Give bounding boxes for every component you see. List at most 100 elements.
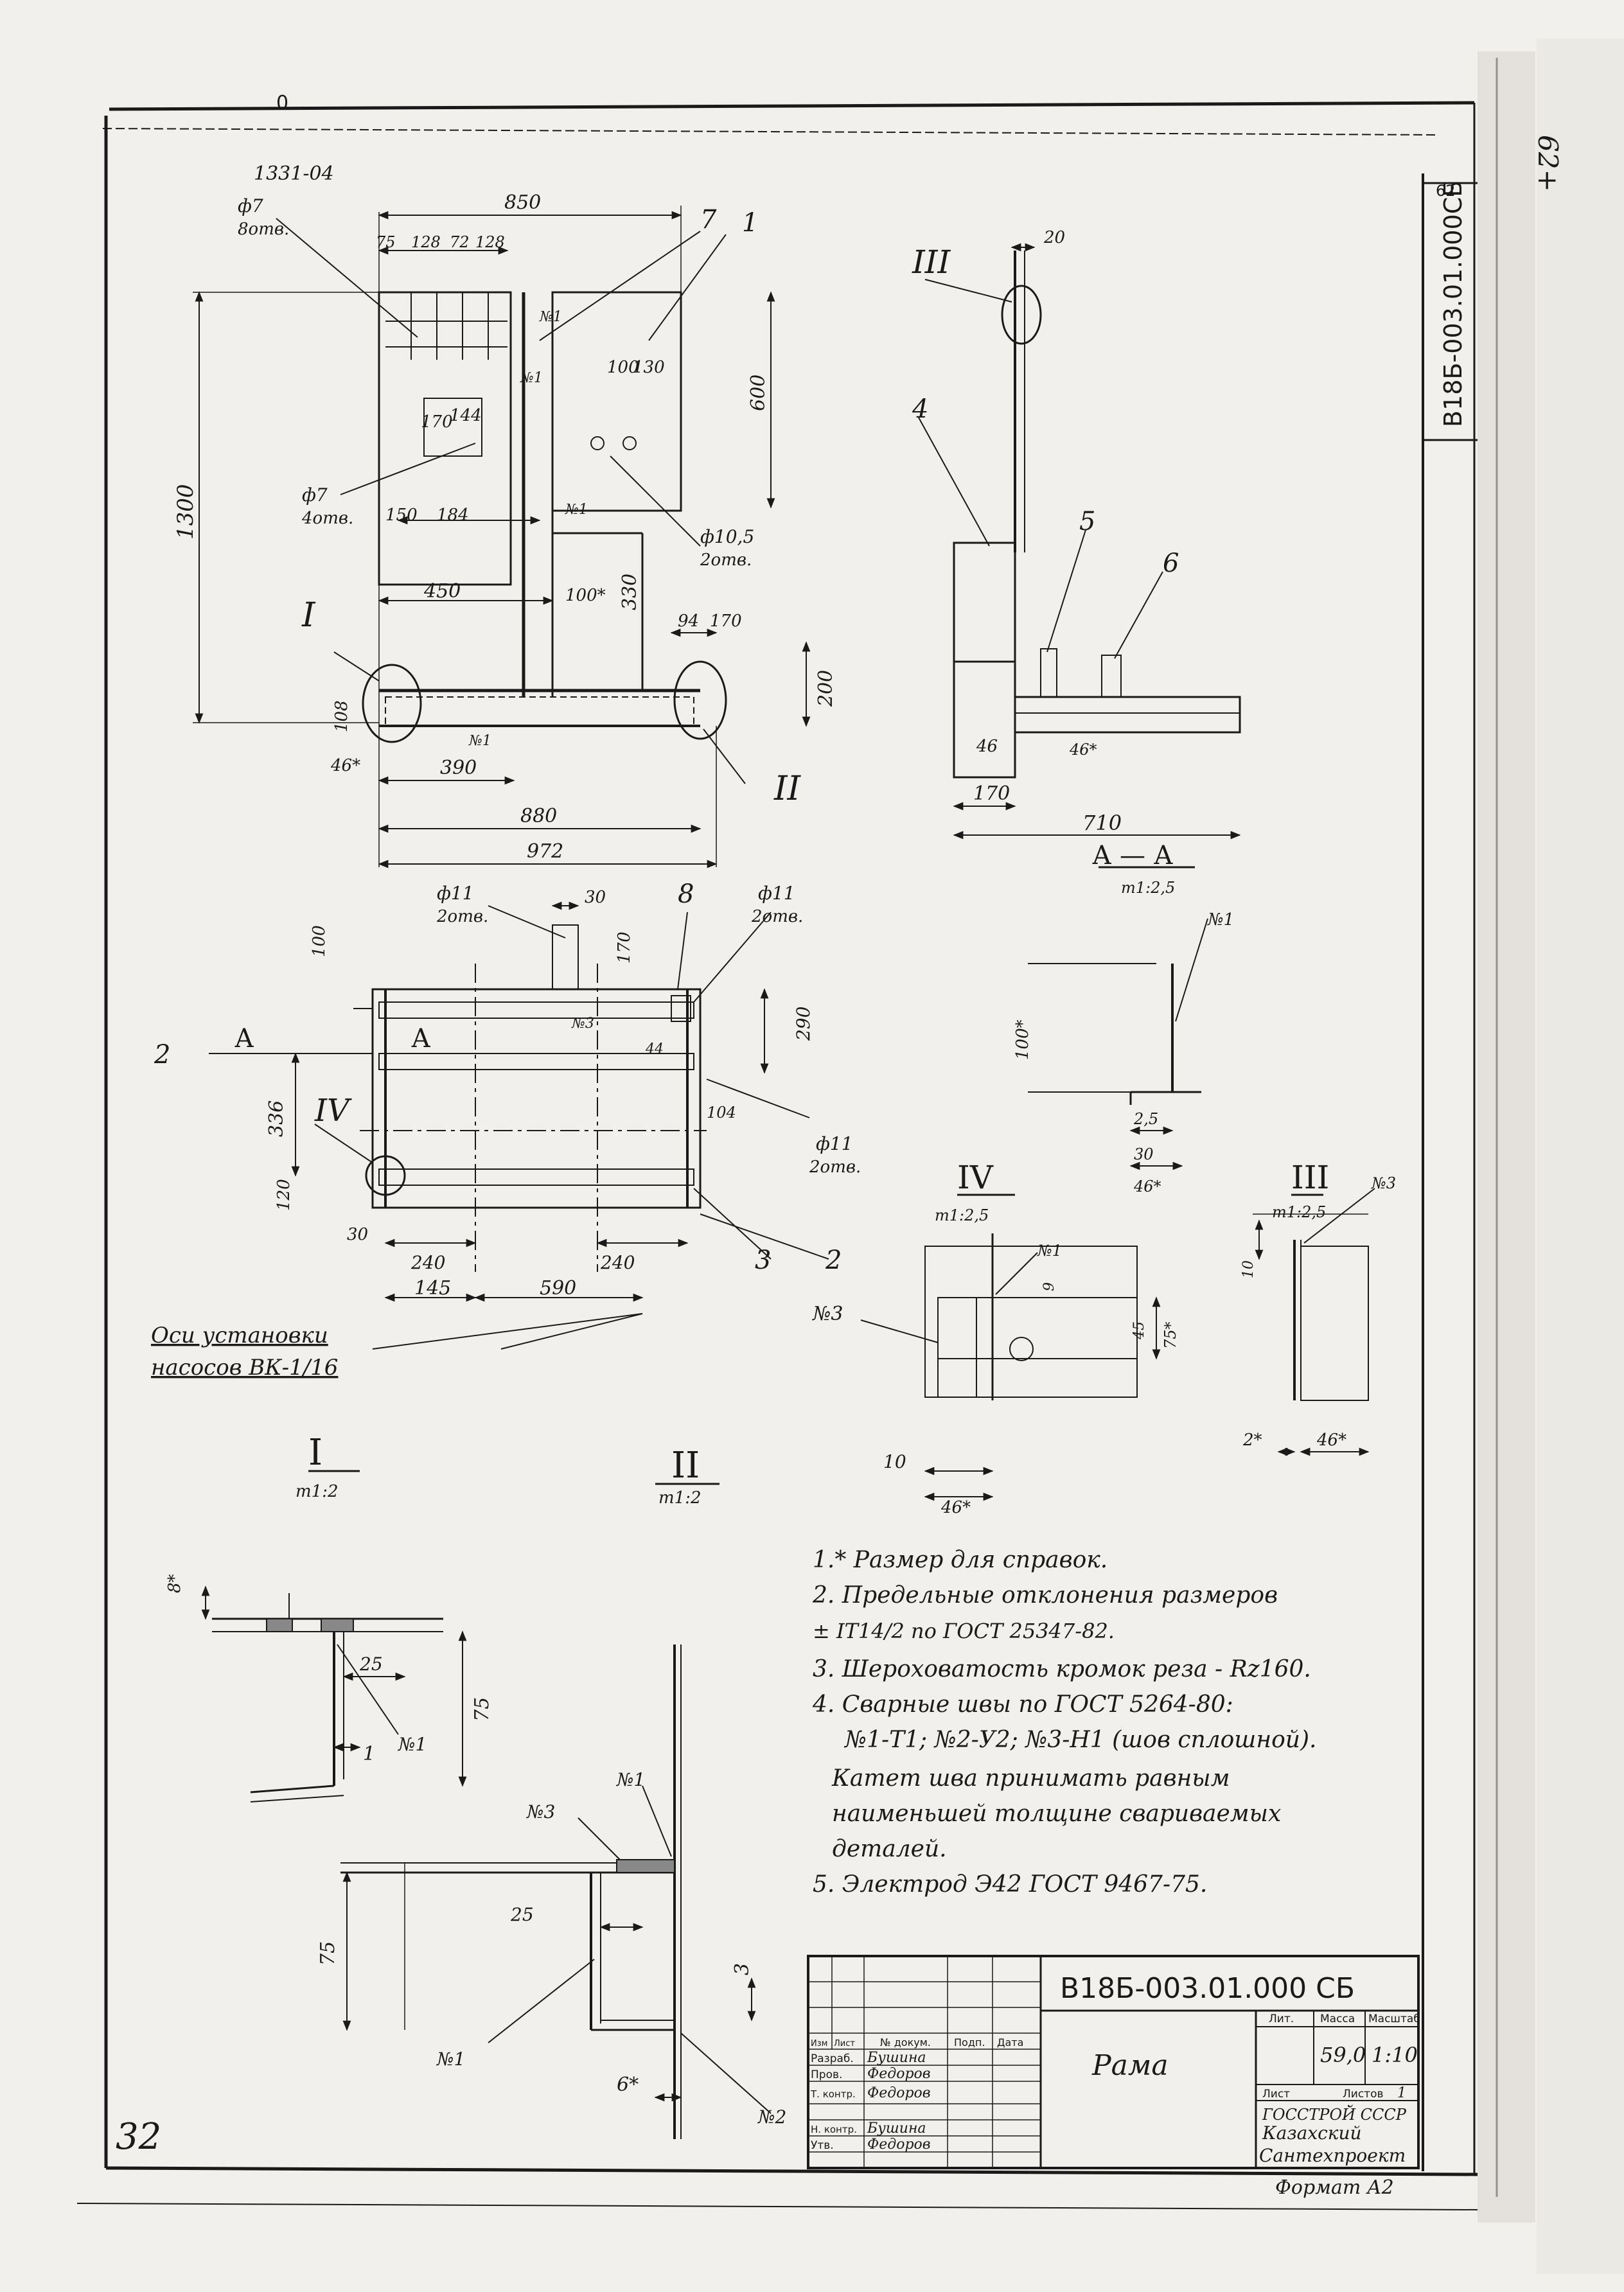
detail-iv bbox=[860, 1194, 1161, 1501]
lit-label: Лит. bbox=[1269, 2013, 1294, 2025]
hole-note-dia: ф11 bbox=[816, 1133, 853, 1154]
note-line: ± IT14/2 по ГОСТ 25347-82. bbox=[813, 1619, 1115, 1643]
dim: 144 bbox=[450, 406, 482, 425]
callout: IV bbox=[314, 1093, 352, 1129]
technical-notes: 1.* Размер для справок. 2. Предельные от… bbox=[812, 1547, 1316, 1898]
hole-note-dia: ф7 bbox=[238, 195, 263, 216]
note-line: 5. Электрод Э42 ГОСТ 9467-75. bbox=[813, 1871, 1207, 1898]
dim: 130 bbox=[633, 358, 665, 377]
axis-note: насосов ВК-1/16 bbox=[151, 1355, 338, 1380]
detail-ii-labels: II m1:2 25 75 3 6* №1 №3 №1 №2 bbox=[317, 1445, 786, 2128]
header-date: Дата bbox=[997, 2036, 1023, 2049]
dim: 46* bbox=[1133, 1177, 1161, 1195]
dim: 100* bbox=[565, 586, 606, 605]
dim: 184 bbox=[437, 506, 469, 525]
note-line: 3. Шероховатость кромок реза - Rz160. bbox=[813, 1656, 1311, 1682]
hole-note-dia: ф7 bbox=[302, 484, 328, 506]
callout: 6 bbox=[1163, 549, 1179, 578]
org-line: ГОССТРОЙ СССР bbox=[1262, 2104, 1407, 2124]
role-name: Федоров bbox=[867, 2066, 931, 2082]
detail-i bbox=[201, 1470, 467, 1803]
sheets-value: 1 bbox=[1397, 2085, 1406, 2101]
callout: 4 bbox=[912, 394, 928, 424]
title-designation: В18Б-003.01.000 СБ bbox=[1060, 1972, 1355, 2005]
role-label: Утв. bbox=[811, 2139, 834, 2152]
dim: 240 bbox=[410, 1252, 445, 1273]
callout: I bbox=[301, 596, 316, 635]
weld-mark: №1 bbox=[1037, 1242, 1062, 1260]
scale-label: Масштаб bbox=[1368, 2013, 1420, 2025]
weld-mark: №1 bbox=[468, 733, 491, 749]
dim: 972 bbox=[527, 840, 563, 863]
detail-ii bbox=[340, 1483, 772, 2139]
dim: 30 bbox=[1134, 1145, 1154, 1163]
dim: 3 bbox=[731, 1963, 754, 1975]
dim: 2* bbox=[1242, 1431, 1262, 1450]
note-line: наименьшей толщине свариваемых bbox=[832, 1801, 1281, 1827]
detail-iii-labels: III m1:2,5 №3 10 2* 46* bbox=[1240, 1159, 1396, 1450]
hole-note-count: 2отв. bbox=[700, 551, 752, 570]
callout: 5 bbox=[1079, 507, 1095, 536]
weld-mark: №1 bbox=[616, 1769, 645, 1790]
header-doc: № докум. bbox=[880, 2036, 931, 2049]
dim: 75 bbox=[376, 233, 396, 251]
mass-label: Масса bbox=[1320, 2013, 1355, 2025]
dim: 128 bbox=[475, 233, 505, 251]
role-label: Пров. bbox=[811, 2068, 842, 2081]
role-label: Т. контр. bbox=[810, 2088, 856, 2100]
hole-note-dia: ф10,5 bbox=[700, 526, 754, 547]
dim: 170 bbox=[710, 612, 742, 631]
section-a-a bbox=[918, 243, 1241, 868]
dim: 145 bbox=[414, 1277, 451, 1300]
role-name: Федоров bbox=[867, 2137, 931, 2153]
role-label: Н. контр. bbox=[811, 2124, 857, 2135]
dim: 72 bbox=[450, 233, 470, 251]
detail-iii bbox=[1253, 1188, 1375, 1456]
dim: 25 bbox=[359, 1653, 383, 1675]
dim: 2,5 bbox=[1133, 1110, 1158, 1128]
dim: 390 bbox=[440, 757, 477, 779]
note-line: 1.* Размер для справок. bbox=[813, 1547, 1108, 1573]
detail-weld-1-labels: №1 100* 2,5 30 46* bbox=[1013, 910, 1234, 1195]
callout: 7 bbox=[700, 205, 717, 234]
dim: 850 bbox=[504, 191, 541, 214]
title-name: Рама bbox=[1091, 2049, 1169, 2082]
dim: 46* bbox=[1316, 1431, 1346, 1450]
dim: 94 bbox=[678, 612, 699, 631]
dim: 100 bbox=[607, 358, 639, 377]
note-line: №1-Т1; №2-У2; №3-Н1 (шов сплошной). bbox=[843, 1727, 1316, 1753]
header-izm: Изм bbox=[811, 2039, 827, 2049]
main-view-labels: 850 75 128 72 128 1300 170 144 150 184 4… bbox=[173, 191, 837, 863]
hole-note-dia: ф11 bbox=[758, 883, 795, 904]
weld-mark: №3 bbox=[1371, 1174, 1396, 1192]
dim: 30 bbox=[347, 1225, 368, 1244]
dim: 8* bbox=[165, 1574, 184, 1593]
title-block bbox=[807, 1955, 1420, 2169]
dim: 290 bbox=[793, 1007, 814, 1041]
weld-mark: №1 bbox=[1207, 910, 1234, 930]
role-label: Разраб. bbox=[811, 2052, 854, 2065]
callout: III bbox=[912, 243, 951, 281]
top-scribble: 1331-04 bbox=[254, 163, 334, 185]
callout: 2 bbox=[825, 1246, 842, 1275]
dim: 120 bbox=[274, 1179, 294, 1211]
main-view bbox=[193, 206, 811, 868]
weld-mark: №3 bbox=[526, 1801, 555, 1822]
hole-note-count: 2отв. bbox=[751, 907, 803, 926]
sheets-label: Листов bbox=[1343, 2088, 1384, 2101]
side-designation: В18Б-003.01.000СБ bbox=[1439, 181, 1467, 427]
dim: 170 bbox=[615, 931, 634, 964]
dim: 880 bbox=[520, 805, 557, 827]
org-line: Сантехпроект bbox=[1259, 2145, 1406, 2166]
header-list: Лист bbox=[834, 2039, 855, 2049]
plan-view-labels: 30 170 100 290 44 336 120 104 30 240 240… bbox=[151, 879, 861, 1380]
weld-mark: №2 bbox=[757, 2106, 786, 2128]
detail-scale: m1:2 bbox=[296, 1482, 339, 1501]
dim: 104 bbox=[707, 1104, 736, 1122]
weld-mark: №3 bbox=[811, 1303, 843, 1325]
axis-note: Оси установки bbox=[151, 1323, 328, 1348]
weld-mark: №1 bbox=[539, 309, 562, 325]
dim: 710 bbox=[1082, 811, 1122, 835]
role-name: Бушина bbox=[867, 2050, 926, 2066]
dim: 20 bbox=[1043, 228, 1065, 247]
